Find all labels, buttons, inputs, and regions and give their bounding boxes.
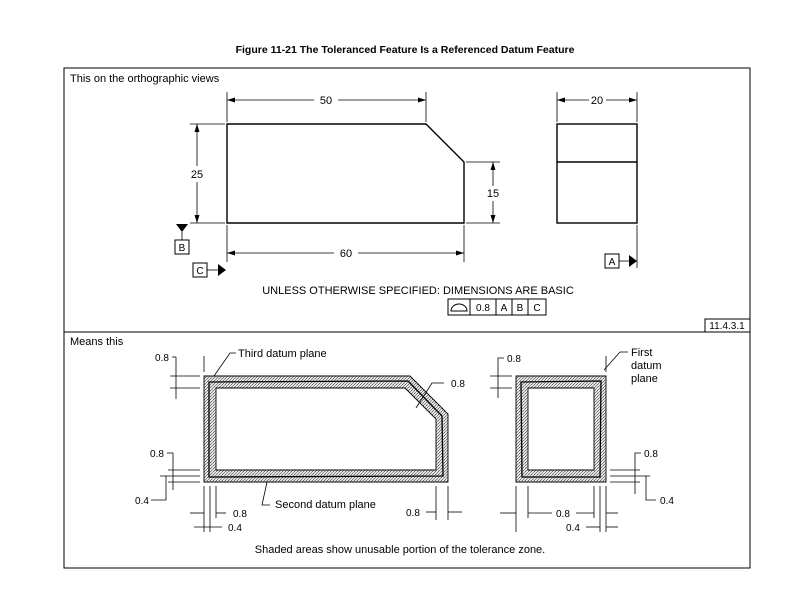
dim-25: 25: [191, 169, 203, 181]
dim-15: 15: [487, 188, 499, 200]
bottom-panel-heading: Means this: [70, 336, 124, 348]
tol-label-top-left: 0.8: [155, 353, 169, 364]
dim-50: 50: [320, 95, 332, 107]
dim-20: 20: [591, 95, 603, 107]
leader-line: [634, 452, 641, 494]
figure-caption: Figure 11-21 The Toleranced Feature Is a…: [236, 44, 575, 56]
datum-box-b: [174, 239, 190, 255]
first-datum-plane-label-2: datum: [631, 360, 662, 372]
tol-label-04-right-bottom: 0.4: [566, 523, 580, 534]
datum-label-a: A: [609, 257, 616, 268]
third-datum-plane-label: Third datum plane: [238, 348, 327, 360]
fcf-datum-3: C: [533, 303, 540, 314]
datum-triangle-b: [176, 224, 188, 232]
dim-60: 60: [340, 248, 352, 260]
tol-label-04-bottom: 0.4: [228, 523, 242, 534]
left-tolerance-zone: [203, 375, 449, 483]
tol-label-08-right-end: 0.8: [406, 508, 420, 519]
datum-triangle-c: [218, 264, 226, 276]
fcf-datum-1: A: [501, 303, 508, 314]
fcf-tolerance: 0.8: [476, 303, 490, 314]
datum-label-b: B: [179, 243, 186, 254]
ref-tag: 11.4.3.1: [709, 321, 745, 332]
tol-label-chamfer: 0.8: [451, 379, 465, 390]
leader-line: [415, 382, 444, 409]
tol-label-08-bottom: 0.8: [233, 509, 247, 520]
leader-line: [213, 352, 236, 377]
tol-label-04-left: 0.4: [135, 496, 149, 507]
datum-label-c: C: [196, 266, 203, 277]
tol-label-right-bottom: 0.8: [644, 449, 658, 460]
left-actual-surface: [208, 380, 444, 478]
tol-label-bottom-left: 0.8: [150, 449, 164, 460]
leader-line: [261, 481, 270, 506]
shaded-areas-footnote: Shaded areas show unusable portion of th…: [255, 544, 545, 556]
tol-label-08-right-bottom: 0.8: [556, 509, 570, 520]
leader-line: [603, 351, 628, 371]
leader-line: [151, 476, 167, 501]
right-actual-surface: [520, 380, 602, 478]
arrowheads: [557, 97, 637, 103]
top-panel-heading: This on the orthographic views: [70, 73, 220, 85]
first-datum-plane-label-3: plane: [631, 373, 658, 385]
leader-line: [497, 357, 504, 398]
ref-tag-box: [704, 318, 751, 333]
basic-dimensions-note: UNLESS OTHERWISE SPECIFIED: DIMENSIONS A…: [262, 285, 574, 297]
feature-control-frame: 0.8 A B C: [447, 298, 547, 316]
leader-line: [645, 476, 656, 501]
right-tolerance-zone: [515, 375, 607, 483]
tol-label-right-top: 0.8: [507, 354, 521, 365]
datum-triangle-a: [629, 255, 637, 267]
second-datum-plane-label: Second datum plane: [275, 499, 376, 511]
front-view-outline: [226, 123, 465, 224]
side-view-outline: [556, 123, 638, 224]
profile-surface-icon: [450, 303, 468, 312]
fcf-datum-2: B: [517, 303, 524, 314]
first-datum-plane-label-1: First: [631, 347, 652, 359]
tol-label-04-right: 0.4: [660, 496, 674, 507]
bottom-panel-frame: [63, 331, 751, 569]
